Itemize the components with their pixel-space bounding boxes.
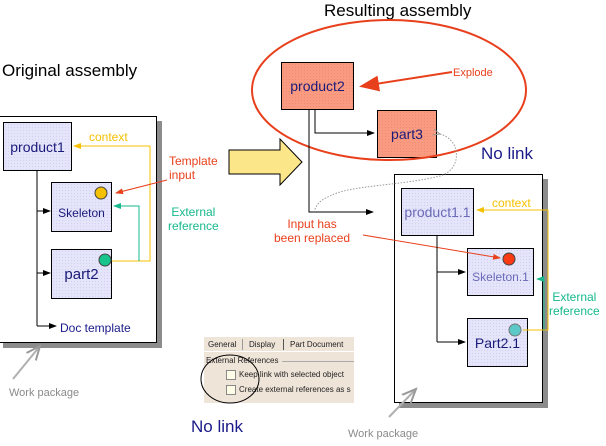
- node-label: product2: [290, 78, 345, 94]
- node-part2-1[interactable]: Part2.1: [467, 318, 528, 367]
- tab-display[interactable]: Display: [249, 340, 276, 349]
- node-part2[interactable]: part2: [51, 249, 112, 299]
- tab-divider: [242, 339, 243, 350]
- input-replaced-line2: been replaced: [274, 231, 351, 245]
- external-reference-line1: External: [552, 290, 597, 304]
- work-package-label-right: Work package: [348, 428, 419, 440]
- node-product1[interactable]: product1: [3, 122, 72, 171]
- node-product2[interactable]: product2: [281, 62, 354, 110]
- input-replaced-label: Input has been replaced: [274, 217, 350, 245]
- keep-link-checkbox[interactable]: [226, 370, 236, 380]
- keep-link-label: Keep link with selected object: [239, 370, 344, 379]
- node-label: Part2.1: [474, 334, 521, 351]
- options-dialog: General Display Part Document External R…: [204, 337, 354, 403]
- template-input-line2: input: [169, 168, 196, 182]
- node-label: product1: [10, 138, 65, 155]
- node-label: Skeleton: [58, 206, 105, 220]
- work-package-label-left: Work package: [9, 387, 80, 399]
- doc-template-label: Doc template: [60, 321, 131, 335]
- node-product1-1[interactable]: product1.1: [401, 188, 474, 236]
- tab-general[interactable]: General: [208, 340, 237, 349]
- external-reference-label: External reference: [168, 205, 219, 233]
- node-skeleton-1[interactable]: Skeleton.1: [467, 248, 534, 296]
- create-external-references-label: Create external references as s: [239, 385, 351, 394]
- external-reference-line2: reference: [168, 219, 219, 233]
- create-external-references-checkbox[interactable]: [226, 385, 236, 395]
- tab-part-document[interactable]: Part Document: [290, 340, 344, 349]
- tab-divider: [283, 339, 284, 350]
- external-reference-label-right: External reference: [549, 290, 600, 318]
- template-input-label: Template input: [169, 154, 218, 182]
- external-reference-line2: reference: [549, 304, 600, 318]
- node-label: part3: [391, 126, 423, 142]
- original-assembly-title: Original assembly: [2, 61, 138, 80]
- node-part3[interactable]: part3: [377, 110, 437, 158]
- transform-arrow-icon: [228, 138, 303, 186]
- explode-label: Explode: [453, 67, 493, 79]
- input-replaced-line1: Input has: [287, 217, 337, 231]
- node-label: product1.1: [404, 204, 471, 220]
- node-label: part2: [64, 265, 99, 283]
- external-reference-line1: External: [171, 205, 216, 219]
- group-separator: [282, 361, 354, 362]
- node-skeleton[interactable]: Skeleton: [51, 182, 112, 232]
- highlight-circle: [200, 354, 260, 404]
- external-references-group-label: External References: [206, 356, 279, 365]
- no-link-label-top: No link: [481, 144, 533, 163]
- context-label-right: context: [492, 196, 531, 210]
- context-label: context: [89, 130, 128, 144]
- node-label: Skeleton.1: [472, 270, 529, 284]
- resulting-assembly-title: Resulting assembly: [324, 1, 472, 20]
- template-input-line1: Template: [169, 154, 218, 168]
- tab-strip-border: [204, 351, 354, 352]
- no-link-label-bottom: No link: [191, 417, 243, 436]
